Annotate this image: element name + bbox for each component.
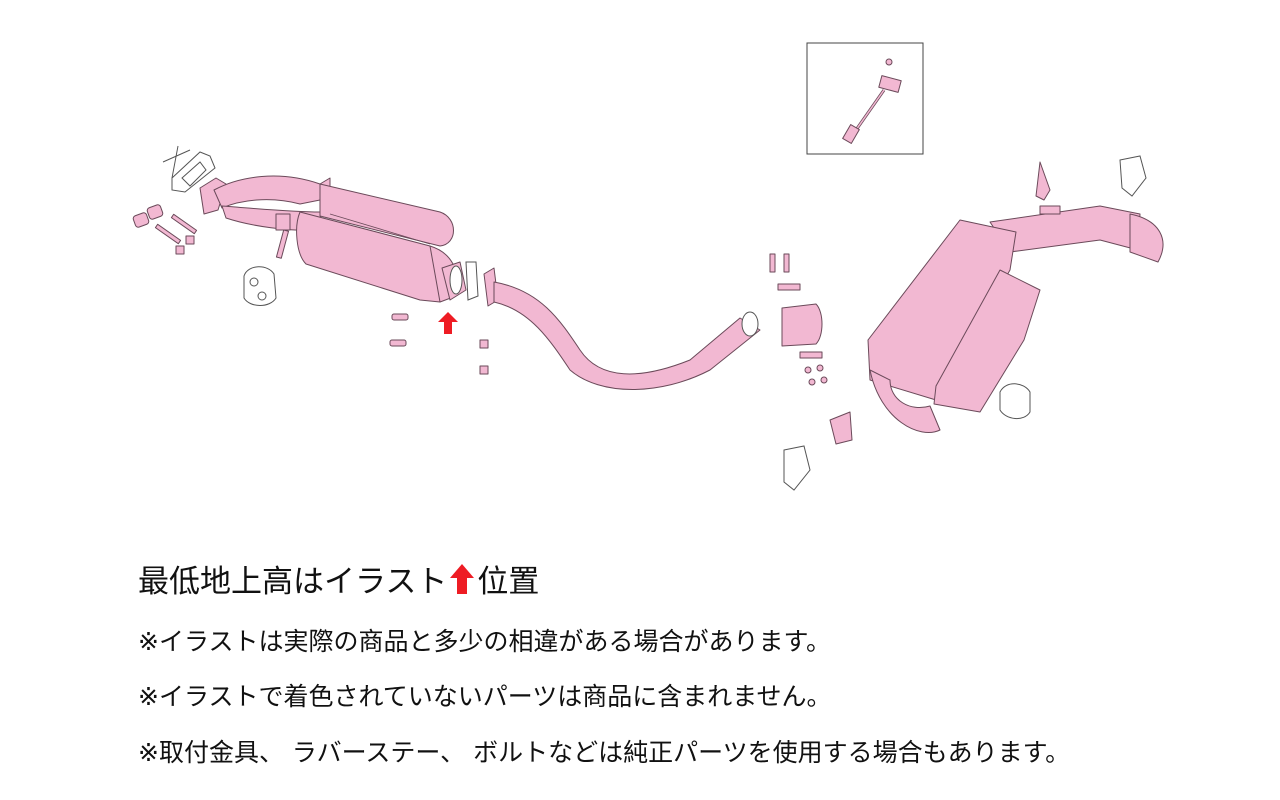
rubber-hanger-rear-right [999, 383, 1031, 419]
note-illustration-difference: ※イラストは実際の商品と多少の相違がある場合があります。 [138, 627, 831, 656]
front-pipe-catalyst-section [199, 175, 458, 303]
rubber-hanger-left [243, 266, 277, 306]
min-ground-clearance-caption: 最低地上高はイラスト 位置 [138, 556, 539, 601]
min-ground-clearance-arrow-icon [438, 312, 458, 334]
center-pipe [483, 267, 761, 390]
inset-sensor-harness [806, 42, 924, 155]
note-uncolored-parts-excluded: ※イラストで着色されていないパーツは商品に含まれません。 [138, 682, 832, 711]
note-oem-parts-may-be-used: ※取付金具、 ラバーステー、 ボルトなどは純正パーツを使用する場合もあります。 [138, 738, 1071, 767]
rubber-stay-top-right [1119, 155, 1147, 197]
rear-muffler-with-tail [829, 161, 1164, 445]
caption-text-after: 位置 [477, 564, 540, 600]
oem-flange-gasket [162, 145, 216, 193]
exhaust-diagram: .p{fill:#f2b8d2;stroke:#6b4a5a;stroke-wi… [132, 42, 1164, 491]
pipe-clamp-sleeve [769, 253, 828, 386]
red-up-arrow-icon [450, 563, 475, 594]
springs-and-bolts [132, 204, 198, 255]
flange-gasket [389, 261, 489, 375]
rubber-stay-bottom-left [783, 445, 811, 491]
caption-text-before: 最低地上高はイラスト [138, 564, 448, 600]
